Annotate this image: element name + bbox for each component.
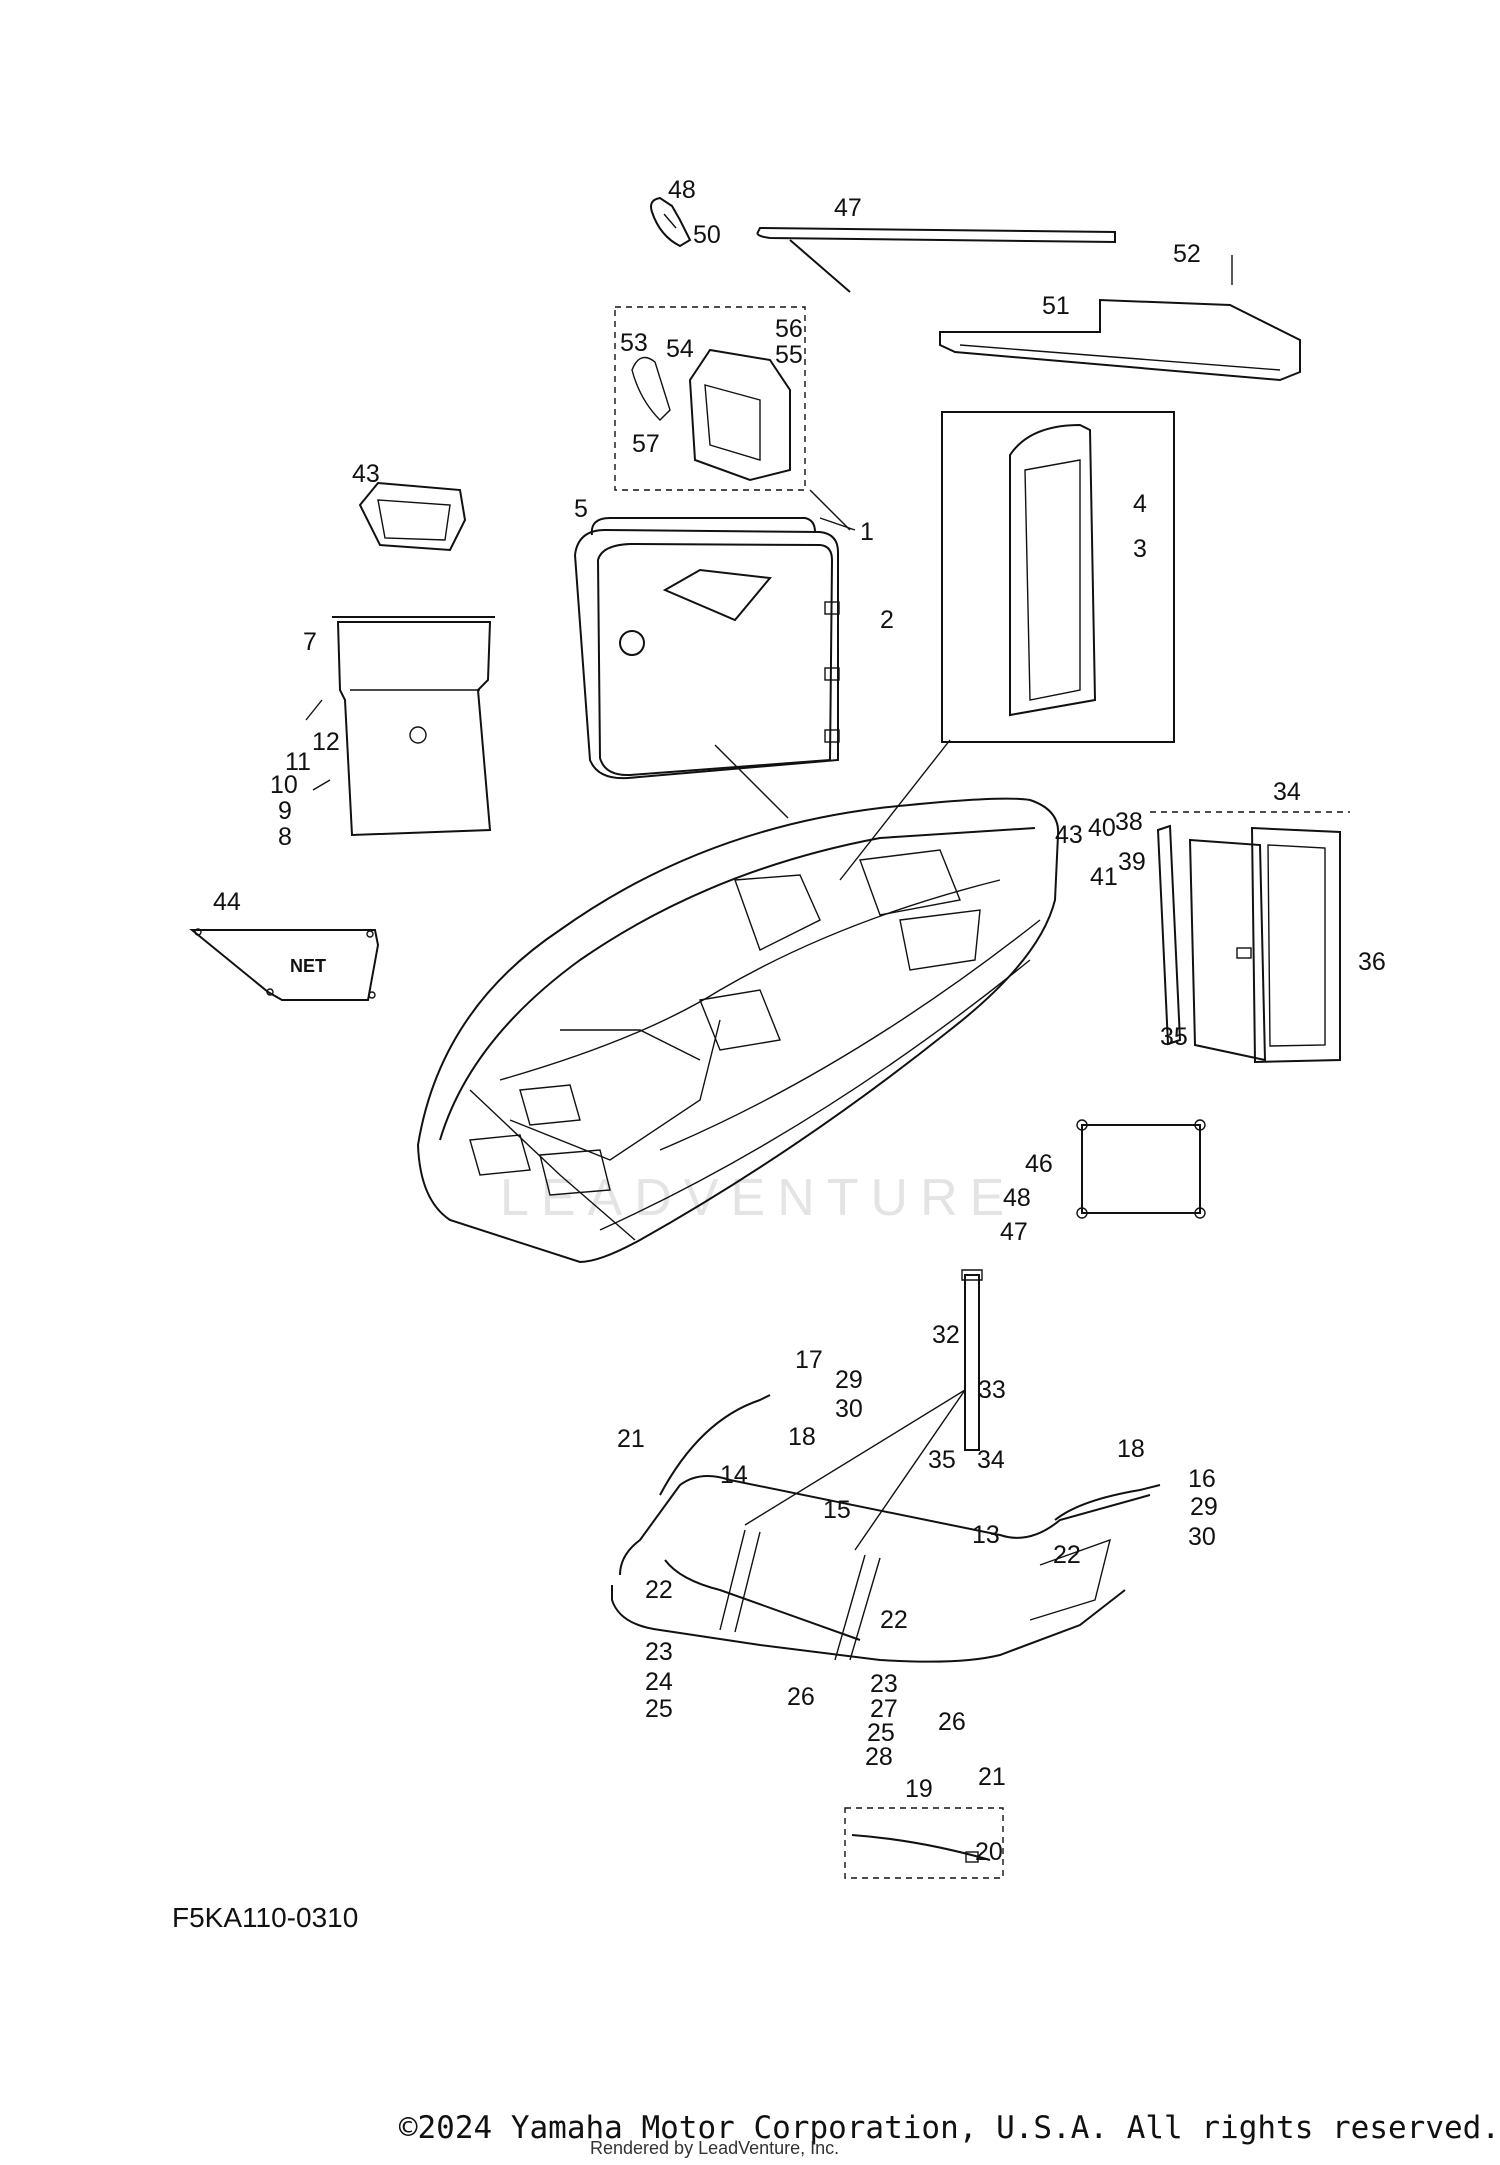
callout: 51: [1042, 292, 1070, 320]
callout: 9: [278, 797, 292, 825]
part-35-37-hatch: [1150, 811, 1350, 1064]
callout: 18: [788, 1423, 816, 1451]
part-7-bin: [305, 616, 495, 837]
callout: 20: [975, 1838, 1003, 1866]
callout: 35: [1160, 1023, 1188, 1051]
callout: 47: [1000, 1218, 1028, 1246]
watermark: LEADVENTURE: [500, 1169, 1017, 1227]
callout: 27: [870, 1695, 898, 1723]
part-group-53-57: [614, 306, 806, 491]
part-43-net: NET: [189, 928, 380, 1001]
part-44-tray: [358, 481, 467, 552]
callout: 32: [932, 1321, 960, 1349]
callout: 34: [1273, 778, 1301, 806]
part-48-rod: [756, 226, 1116, 293]
callout: 22: [645, 1576, 673, 1604]
part-4-5-inset: [941, 411, 1175, 743]
callout: 1: [860, 518, 874, 546]
part-49-clip: [650, 196, 692, 248]
callout: 44: [213, 888, 241, 916]
callout: 17: [795, 1346, 823, 1374]
callout: 29: [1190, 1493, 1218, 1521]
callout: 40: [1088, 814, 1116, 842]
net-label: NET: [290, 956, 326, 976]
callout: 12: [312, 728, 340, 756]
callout: 24: [645, 1668, 673, 1696]
callout: 23: [870, 1670, 898, 1698]
part-19-strip: [844, 1807, 1004, 1879]
part-45-frame: [1076, 1119, 1206, 1219]
callout: 48: [668, 176, 696, 204]
callout: 48: [1003, 1184, 1031, 1212]
part-1-3-door: [573, 517, 840, 780]
callout: 25: [645, 1695, 673, 1723]
callout: 4: [1133, 490, 1147, 518]
callout: 55: [775, 341, 803, 369]
callout: 50: [693, 221, 721, 249]
callout: 38: [1115, 808, 1143, 836]
callout: 29: [835, 1366, 863, 1394]
callout: 11: [285, 748, 311, 776]
callout: 10: [270, 771, 298, 799]
callout: 30: [1188, 1523, 1216, 1551]
copyright-notice: ©2024 Yamaha Motor Corporation, U.S.A. A…: [398, 2110, 1500, 2146]
callout: 41: [1090, 863, 1118, 891]
callout: 30: [835, 1395, 863, 1423]
windshield-frame: [611, 1394, 1161, 1663]
boat-hull: [416, 797, 1060, 1264]
callout: 18: [1117, 1435, 1145, 1463]
callout: 3: [1133, 535, 1147, 563]
callout: 56: [775, 315, 803, 343]
callout-labels: 48 50 47 52 51 56 53 54 55 57 43 5 1 2 4…: [213, 176, 1386, 1866]
callout: 35: [928, 1446, 956, 1474]
callout: 22: [1053, 1541, 1081, 1569]
callout: 23: [645, 1638, 673, 1666]
callout: 26: [938, 1708, 966, 1736]
callout: 5: [574, 495, 588, 523]
diagram-code: F5KA110-0310: [172, 1902, 359, 1933]
callout: 33: [978, 1376, 1006, 1404]
callout: 53: [620, 329, 648, 357]
callout: 8: [278, 823, 292, 851]
part-51-panel: [939, 255, 1301, 382]
callout: 13: [972, 1521, 1000, 1549]
callout: 28: [865, 1743, 893, 1771]
callout: 57: [632, 430, 660, 458]
leader-lines: [714, 489, 966, 1551]
callout: 46: [1025, 1150, 1053, 1178]
callout: 39: [1118, 848, 1146, 876]
callout: 14: [720, 1461, 748, 1489]
callout: 36: [1358, 948, 1386, 976]
callout: 26: [787, 1683, 815, 1711]
callout: 2: [880, 606, 894, 634]
callout: 19: [905, 1775, 933, 1803]
callout: 47: [834, 194, 862, 222]
callout: 22: [880, 1606, 908, 1634]
callout: 52: [1173, 240, 1201, 268]
callout: 25: [867, 1719, 895, 1747]
callout: 16: [1188, 1465, 1216, 1493]
callout: 21: [617, 1425, 645, 1453]
callout: 15: [823, 1496, 851, 1524]
callout: 54: [666, 335, 694, 363]
part-31-pole: [961, 1269, 983, 1451]
callout: 21: [978, 1763, 1006, 1791]
callout: 34: [977, 1446, 1005, 1474]
rendered-by-note: Rendered by LeadVenture, Inc.: [590, 2138, 840, 2158]
callout: 7: [303, 628, 317, 656]
callout: 43: [1055, 821, 1083, 849]
callout: 43: [352, 460, 380, 488]
